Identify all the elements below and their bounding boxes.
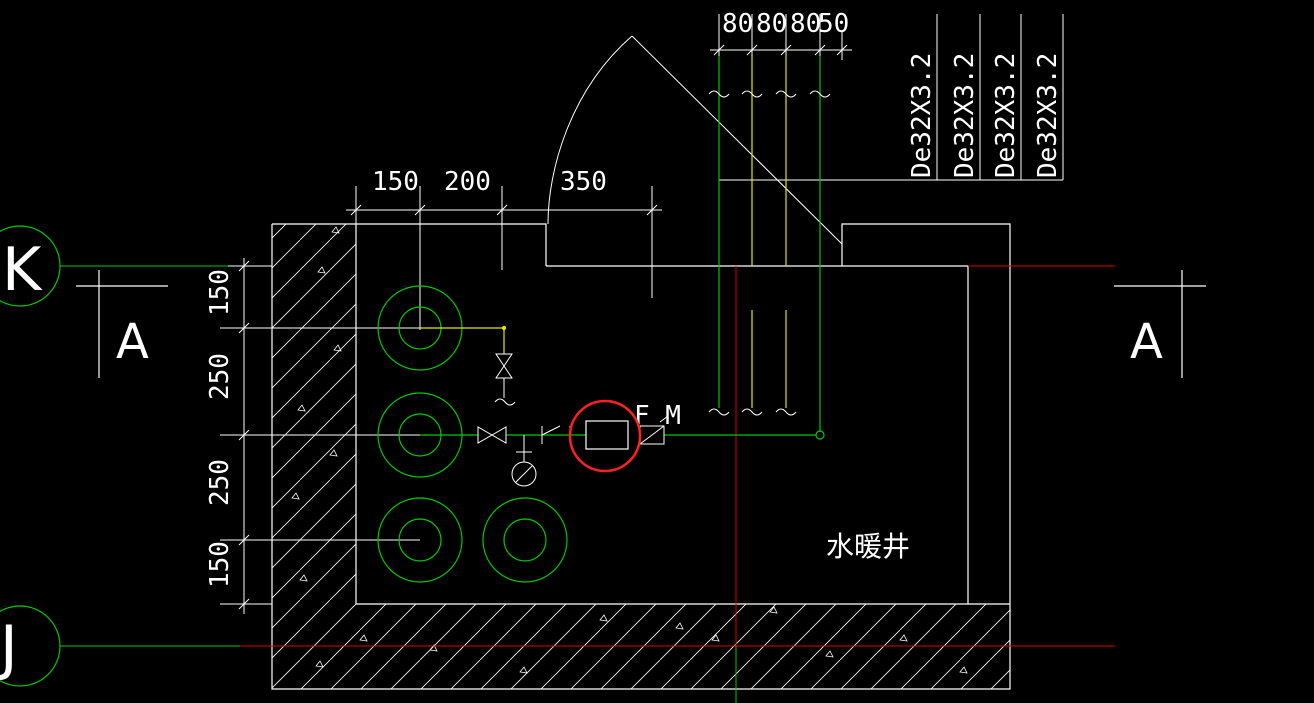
dim-label-v-150-top: 150: [205, 269, 235, 316]
dim-label-top-50: 50: [818, 9, 849, 39]
axis-lines: [60, 265, 1115, 703]
section-marker-right: A: [1114, 270, 1206, 378]
pipe-spec-4: De32X3.2: [1033, 53, 1063, 178]
wall-hatching: [272, 224, 1010, 689]
section-label-left: A: [116, 314, 149, 370]
dim-label-top-80-a: 80: [722, 9, 753, 39]
room-label: 水暖井: [826, 530, 910, 563]
dim-label-top-80-b: 80: [756, 9, 787, 39]
pipe-break-symbols: [494, 90, 831, 416]
dim-label-v-250-a: 250: [205, 353, 235, 400]
dim-label-150: 150: [372, 167, 419, 197]
grid-bubble-j: J: [0, 605, 61, 687]
gate-valve-vertical: [495, 353, 513, 398]
section-marker-left: A: [76, 270, 168, 378]
wall-outline: [271, 223, 1011, 690]
grid-label-j: J: [0, 613, 18, 683]
dimension-horizontal: [346, 186, 662, 330]
grid-label-k: K: [2, 235, 43, 305]
water-meter-icon: [585, 420, 629, 450]
flow-meter-label: F M: [634, 401, 681, 431]
grid-bubble-k: K: [0, 225, 61, 307]
pipe-spec-table: [719, 14, 1064, 181]
dimension-vertical: [220, 258, 420, 614]
door-swing: [547, 35, 843, 245]
dim-label-200: 200: [444, 167, 491, 197]
dim-label-v-250-b: 250: [205, 459, 235, 506]
branch-pipe-yellow: [420, 325, 507, 354]
dim-label-v-150-bottom: 150: [205, 541, 235, 588]
dim-label-top-80-c: 80: [790, 9, 821, 39]
gate-valve-horizontal: [477, 426, 507, 444]
pipe-sleeves: [377, 285, 568, 583]
pipe-spec-3: De32X3.2: [991, 53, 1021, 178]
pipe-spec-1: De32X3.2: [907, 53, 937, 178]
section-label-right: A: [1130, 314, 1163, 370]
riser-pipes: [718, 56, 821, 432]
pipe-spec-2: De32X3.2: [950, 53, 980, 178]
highlight-circle: [568, 399, 642, 473]
pressure-gauge-icon: [511, 435, 537, 487]
dim-label-350: 350: [560, 167, 607, 197]
main-pipe-green: [420, 430, 825, 440]
